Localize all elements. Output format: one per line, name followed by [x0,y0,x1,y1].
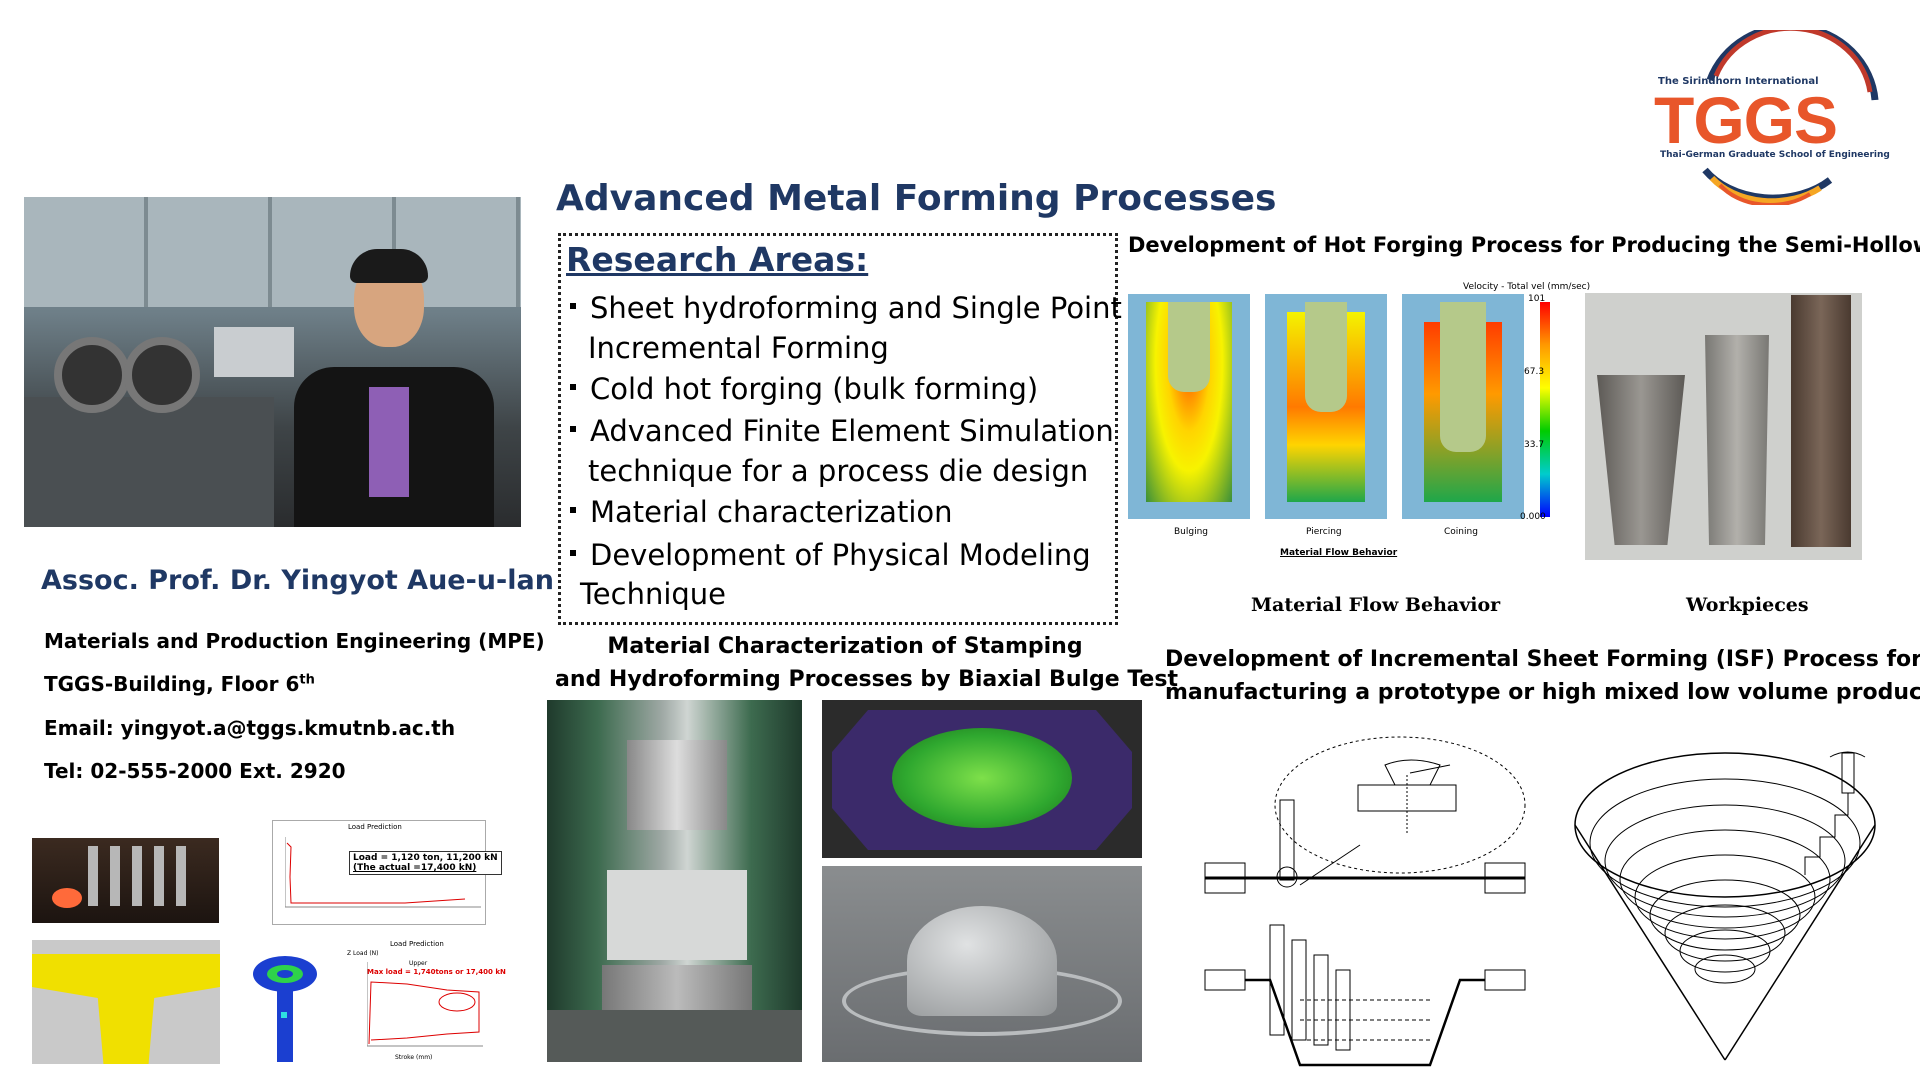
load-chart-1-note-line: Load = 1,120 ton, 11,200 kN [353,853,498,863]
research-item-2: Cold hot forging (bulk forming) [570,369,1038,409]
load-chart-2-title: Load Prediction [390,940,444,948]
research-item-text: Advanced Finite Element Simulation [590,414,1114,448]
building-text: TGGS-Building, Floor 6 [44,672,300,696]
load-chart-1-plot [285,837,481,908]
research-item-1: Sheet hydroforming and Single Point [570,288,1122,328]
legend-tick: 33.7 [1524,440,1545,450]
bulge-simulation-image [822,700,1142,858]
research-item-5-cont: Technique [580,577,727,611]
profile-photo [24,197,521,527]
research-item-text: Development of Physical Modeling [590,538,1091,572]
simulation-panel: Velocity - Total vel (mm/sec) 101 67.3 3… [1128,282,1590,562]
load-chart-2-note: Max load = 1,740tons or 17,400 kN [367,968,506,976]
fe-mesh-image [32,940,220,1064]
bullet-icon [570,507,576,513]
bullet-icon [570,426,576,432]
sim-caption: Material Flow Behavior [1280,548,1398,558]
load-chart-1-title: Load Prediction [348,823,402,831]
research-areas-box [558,233,1118,625]
research-item-text: Cold hot forging (bulk forming) [590,372,1039,406]
research-item-text: Sheet hydroforming and Single Point [590,291,1122,325]
research-areas-heading: Research Areas: [566,240,869,279]
isf-schematic-diagram [1204,736,1526,1067]
legend-tick: 67.3 [1524,367,1545,377]
velocity-legend-title: Velocity - Total vel (mm/sec) [1463,282,1591,292]
forged-parts-photo [32,838,219,923]
velocity-color-bar [1540,302,1550,517]
isf-heading: Development of Incremental Sheet Forming… [1165,643,1920,709]
sim-bulging-image [1128,294,1250,519]
building-floor: TGGS-Building, Floor 6th [44,672,315,696]
fe-part-image [250,952,320,1064]
sim-label-piercing: Piercing [1306,527,1342,537]
page-title: Advanced Metal Forming Processes [556,178,1277,219]
bulge-dome-photo [822,866,1142,1062]
bulge-heading-line-1: Material Characterization of Stamping [607,634,1083,659]
logo-bottom-line: Thai-German Graduate School of Engineeri… [1660,150,1890,160]
bullet-icon [570,303,576,309]
email[interactable]: Email: yingyot.a@tggs.kmutnb.ac.th [44,716,456,740]
isf-cone-toolpath-diagram [1574,751,1876,1061]
bulge-heading: Material Characterization of Stamping an… [555,630,1178,696]
bullet-icon [570,384,576,390]
floor-superscript: th [299,672,315,688]
sim-piercing-image [1265,294,1387,519]
professor-name: Assoc. Prof. Dr. Yingyot Aue-u-lan [41,565,554,596]
load-chart-2-legend: Upper [409,960,428,967]
sim-coining-image [1402,294,1524,519]
fe-part-shape [253,956,317,1062]
hot-forging-heading: Development of Hot Forging Process for P… [1128,233,1920,257]
research-item-text: Material characterization [590,495,953,529]
load-chart-2: Load Prediction Z Load (N) Upper Max loa… [345,940,506,1064]
bullet-icon [570,550,576,556]
caption-workpieces: Workpieces [1686,594,1809,616]
load-chart-2-ylabel: Z Load (N) [347,950,379,957]
research-item-1-cont: Incremental Forming [588,331,889,365]
workpieces-photo [1585,293,1862,560]
sim-label-coining: Coining [1444,527,1478,537]
isf-heading-line-2: manufacturing a prototype or high mixed … [1165,680,1920,705]
isf-heading-line-1: Development of Incremental Sheet Forming… [1165,647,1920,672]
research-item-5: Development of Physical Modeling [570,535,1091,575]
load-chart-1-note: Load = 1,120 ton, 11,200 kN(The actual =… [349,851,502,875]
bulge-heading-line-2: and Hydroforming Processes by Biaxial Bu… [555,667,1178,692]
research-item-3: Advanced Finite Element Simulation [570,411,1114,451]
load-chart-1-note-line: (The actual =17,400 kN) [353,863,477,873]
legend-tick: 0.000 [1520,512,1546,522]
sim-label-bulging: Bulging [1174,527,1209,537]
logo-top-line: The Sirindhorn International [1658,76,1819,87]
bulge-press-photo [547,700,802,1062]
load-chart-2-plot [367,962,483,1047]
telephone: Tel: 02-555-2000 Ext. 2920 [44,759,346,783]
research-item-3-cont: technique for a process die design [588,454,1089,488]
caption-material-flow: Material Flow Behavior [1251,594,1501,616]
department: Materials and Production Engineering (MP… [44,629,545,653]
logo-letters: TGGS [1654,83,1838,157]
load-chart-1: Load Prediction Load = 1,120 ton, 11,200… [272,820,502,925]
tggs-logo: The Sirindhorn International TGGS Thai-G… [1650,22,1890,207]
legend-tick: 101 [1528,294,1546,304]
load-chart-2-xlabel: Stroke (mm) [395,1054,433,1061]
research-item-4: Material characterization [570,492,953,532]
